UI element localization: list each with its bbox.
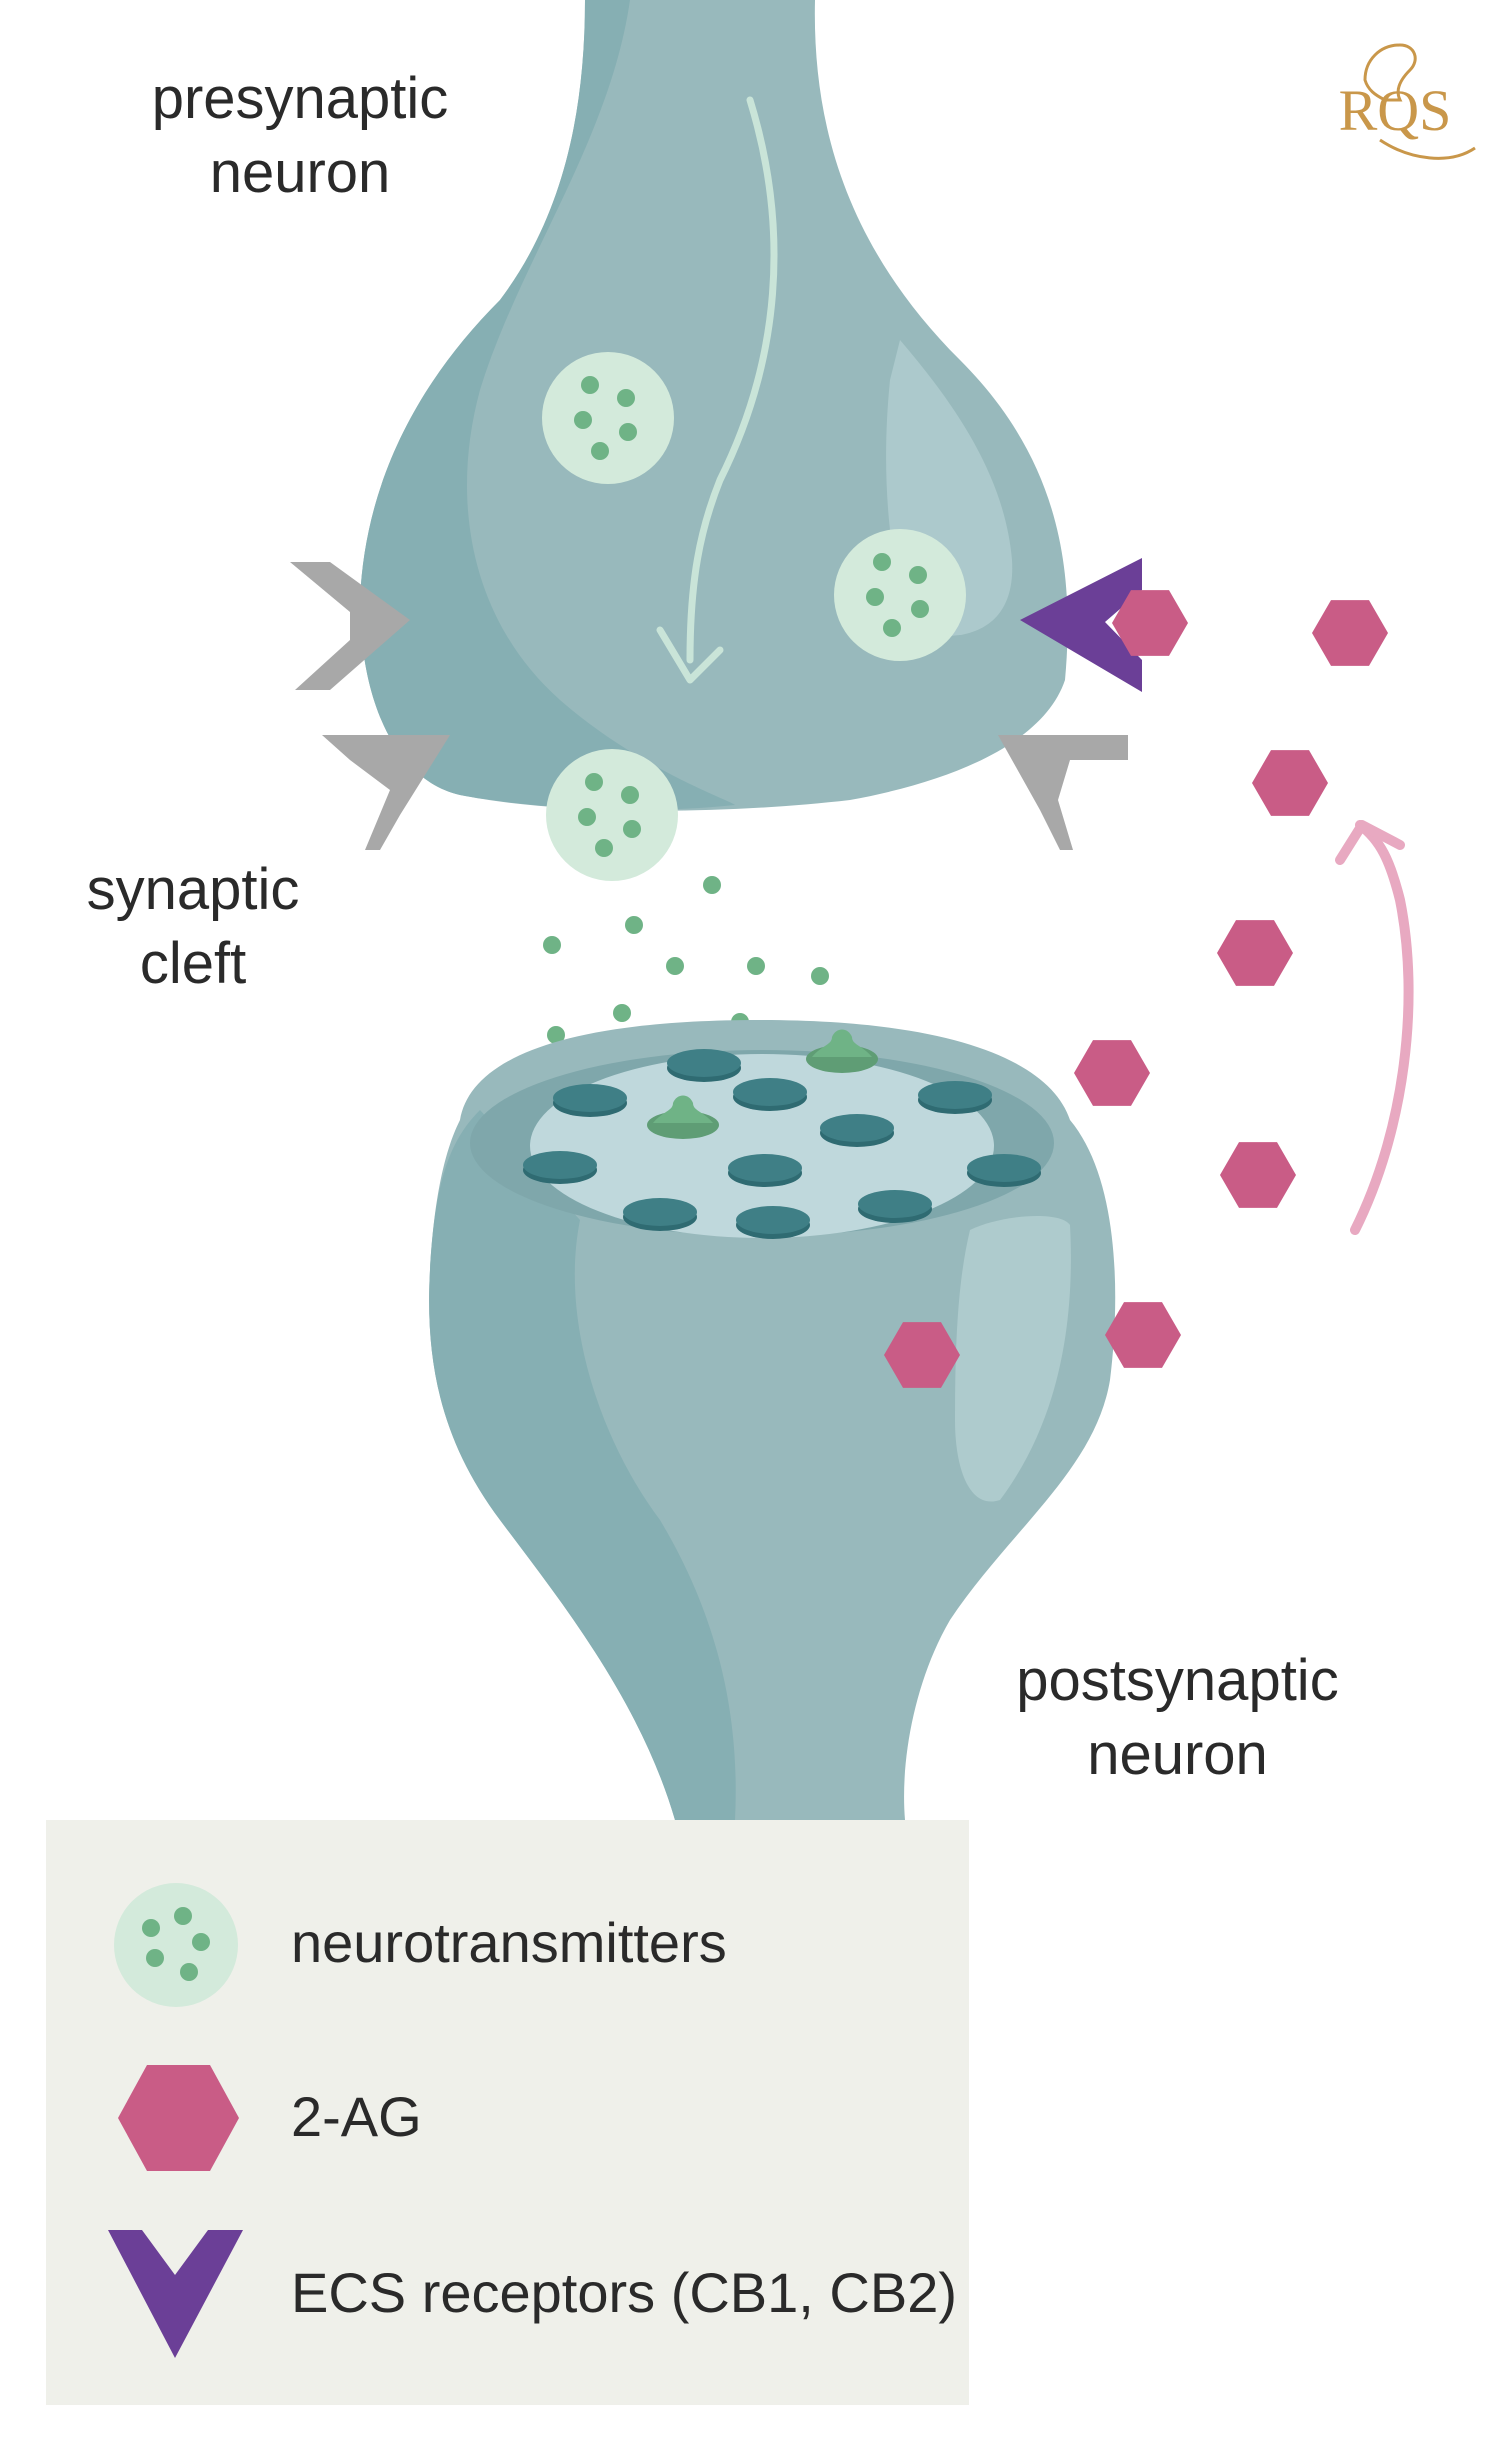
neurotransmitter-dot [547,1026,565,1044]
neurotransmitter-dot [811,967,829,985]
postsynaptic-receptor [728,1154,802,1182]
presynaptic-label-line2: neuron [209,140,391,205]
presynaptic-label-line1: presynaptic [151,66,449,131]
two-ag-hexagon [1252,750,1328,816]
postsynaptic-label-line2: neuron [1087,1722,1268,1787]
grey-receptor-left-upper [290,562,410,690]
bound-neurotransmitter [812,1029,872,1057]
neurotransmitter-dot [666,957,684,975]
neurotransmitter-dots [543,876,829,1089]
vesicle [834,529,966,661]
presynaptic-label: presynaptic neuron [135,62,465,210]
grey-receptor-right-lower [998,735,1128,850]
vesicle [546,749,678,881]
vesicle-icon [114,1883,238,2007]
postsynaptic-receptor [553,1084,627,1112]
presynaptic-neuron [360,0,1068,811]
postsynaptic-label: postsynaptic neuron [1005,1644,1350,1792]
neurotransmitter-dot [703,876,721,894]
vesicle-group [542,352,966,881]
postsynaptic-receptor [967,1154,1041,1182]
vesicle [542,352,674,484]
two-ag-hexagon [1105,1302,1181,1368]
postsynaptic-receptor [667,1049,741,1077]
postsynaptic-receptor [733,1078,807,1106]
postsynaptic-receptor [820,1114,894,1142]
two-ag-hexagon [1220,1142,1296,1208]
hexagon-icon [118,2065,239,2171]
grey-receptor-left-lower [322,735,450,850]
legend-item-ecs-receptors: ECS receptors (CB1, CB2) [291,2261,957,2324]
legend-item-2ag: 2-AG [291,2085,422,2148]
two-ag-hexagon [1074,1040,1150,1106]
receptor-icon [108,2230,243,2358]
postsynaptic-receptor [918,1081,992,1109]
postsynaptic-label-line1: postsynaptic [1016,1648,1339,1713]
legend-item-neurotransmitters: neurotransmitters [291,1911,727,1974]
neurotransmitter-dot [625,916,643,934]
rqs-logo: RQS [1339,43,1476,160]
postsynaptic-receptor [858,1190,932,1218]
postsynaptic-receptor [736,1206,810,1234]
cleft-label-line1: synaptic [86,857,300,922]
postsynaptic-receptor [523,1151,597,1179]
legend: neurotransmitters 2-AG ECS receptors (CB… [46,1820,969,2405]
synaptic-cleft-label: synaptic cleft [68,853,318,1001]
bound-neurotransmitter [653,1095,713,1123]
two-ag-molecules [884,590,1388,1388]
retrograde-arrow [1335,820,1414,1235]
postsynaptic-receptors [523,1029,1041,1239]
neurotransmitter-dot [613,1004,631,1022]
logo-text: RQS [1339,78,1452,143]
two-ag-hexagon [884,1322,960,1388]
two-ag-hexagon [1217,920,1293,986]
two-ag-hexagon [1312,600,1388,666]
cleft-label-line2: cleft [139,931,247,996]
two-ag-hexagon [1112,590,1188,656]
postsynaptic-receptor [623,1198,697,1226]
ecs-receptor [1020,558,1142,692]
neurotransmitter-dot [747,957,765,975]
neurotransmitter-dot [543,936,561,954]
